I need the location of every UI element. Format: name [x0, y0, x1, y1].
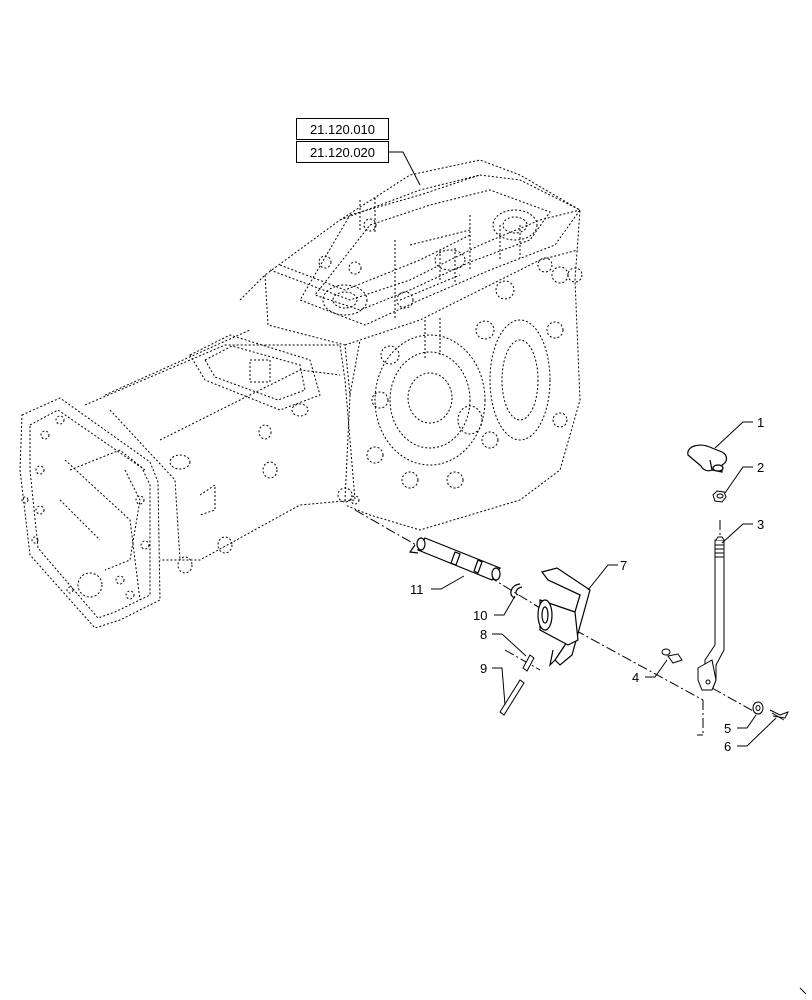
reference-leader-line: [389, 151, 421, 186]
callout-2: 2: [757, 460, 764, 475]
callout-10: 10: [473, 608, 487, 623]
callout-leaders: [431, 421, 777, 747]
callout-6: 6: [724, 739, 731, 754]
part-1-lever-knob: [687, 444, 728, 473]
part-10-snap-ring: [510, 583, 523, 599]
part-8-roll-pin: [522, 654, 535, 672]
part-5-washer: [752, 701, 764, 715]
corner-mark: [799, 987, 807, 995]
part-2-nut: [712, 490, 727, 503]
callout-11: 11: [410, 582, 424, 597]
part-11-shaft: [408, 537, 501, 581]
callout-9: 9: [480, 661, 487, 676]
callout-numbers: 1 2 3 4 5 6 7 8 9 10 11: [410, 415, 764, 754]
callout-1: 1: [757, 415, 764, 430]
part-9-spring-pin: [499, 679, 525, 716]
callout-3: 3: [757, 517, 764, 532]
reference-link-21-120-010[interactable]: 21.120.010: [296, 118, 389, 140]
reference-link-21-120-020[interactable]: 21.120.020: [296, 141, 389, 163]
callout-8: 8: [480, 627, 487, 642]
transmission-housing-drawing: [19, 159, 583, 629]
part-3-control-rod: [697, 536, 725, 691]
callout-4: 4: [632, 670, 639, 685]
part-4-clevis-pin: [661, 648, 683, 664]
part-7-lever-bracket: [537, 567, 591, 667]
callout-7: 7: [620, 558, 627, 573]
callout-5: 5: [724, 721, 731, 736]
part-6-cotter-pin: [769, 709, 790, 721]
